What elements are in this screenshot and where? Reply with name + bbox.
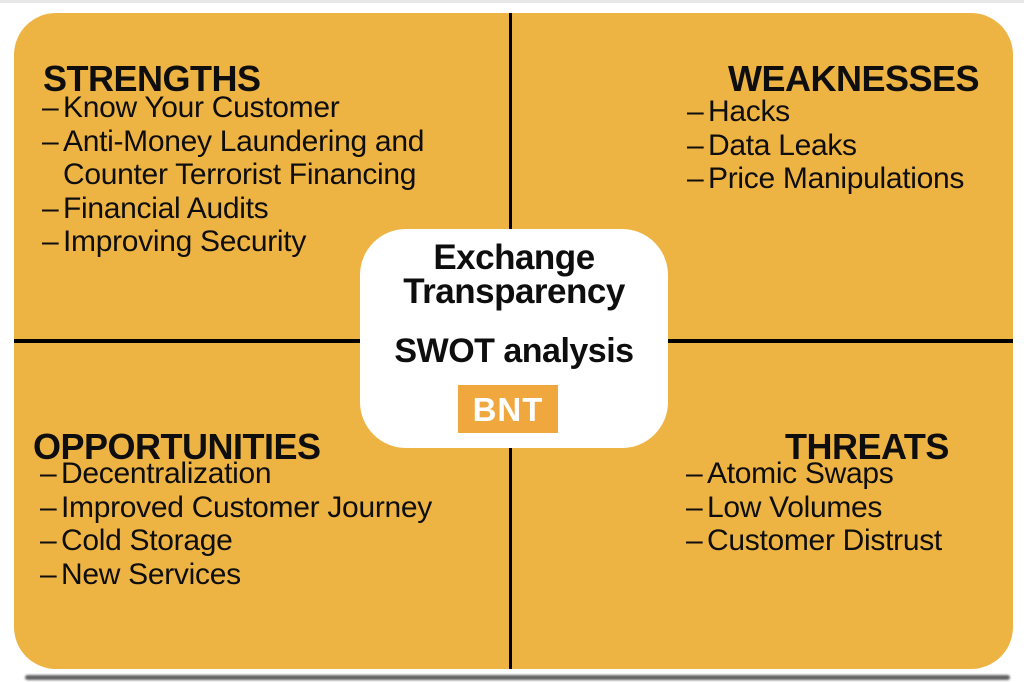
strengths-title: STRENGTHS <box>43 57 261 99</box>
list-item: – Improved Customer Journey <box>40 491 432 525</box>
center-title-line1: Exchange <box>433 238 595 277</box>
dash-bullet: – <box>687 162 704 195</box>
opportunities-title: OPPORTUNITIES <box>33 425 321 467</box>
opportunities-quadrant: OPPORTUNITIES – Decentralization – Impro… <box>14 343 508 669</box>
list-item-text: New Services <box>61 557 241 591</box>
bottom-edge-shadow <box>25 675 1010 680</box>
list-item: – Atomic Swaps <box>686 457 942 491</box>
strengths-list: – Know Your Customer – Anti-Money Launde… <box>42 91 424 259</box>
dash-bullet: – <box>42 91 59 124</box>
dash-bullet: – <box>40 524 57 557</box>
list-item-text: Improved Customer Journey <box>61 490 432 524</box>
list-item-text: Decentralization <box>61 457 272 490</box>
list-item: – Low Volumes <box>686 491 942 525</box>
weaknesses-list: – Hacks – Data Leaks – Price Manipulatio… <box>687 95 964 196</box>
list-item-text: Atomic Swaps <box>707 457 894 490</box>
dash-bullet: – <box>687 128 704 162</box>
list-item: – Hacks <box>687 95 964 129</box>
list-item: – Cold Storage <box>40 524 432 558</box>
opportunities-list: – Decentralization – Improved Customer J… <box>40 457 432 591</box>
dash-bullet: – <box>40 557 57 591</box>
dash-bullet: – <box>687 95 704 128</box>
list-item: – Decentralization <box>40 457 432 491</box>
top-edge-shadow <box>0 0 1024 3</box>
dash-bullet: – <box>42 124 59 158</box>
list-item: – Anti-Money Laundering and Counter Terr… <box>42 125 424 192</box>
list-item: – Improving Security <box>42 225 424 259</box>
list-item-text: Price Manipulations <box>708 162 965 195</box>
dash-bullet: – <box>40 490 57 524</box>
list-item-text: Financial Audits <box>63 191 269 225</box>
list-item-text: Low Volumes <box>707 490 883 524</box>
list-item-text: Customer Distrust <box>707 524 942 557</box>
bnt-logo: BNT <box>458 385 558 433</box>
dash-bullet: – <box>40 457 57 490</box>
list-item-text: Counter Terrorist Financing <box>63 158 417 191</box>
dash-bullet: – <box>686 457 703 490</box>
weaknesses-quadrant: WEAKNESSES – Hacks – Data Leaks – Price … <box>512 13 1013 339</box>
dash-bullet: – <box>42 225 59 258</box>
threats-quadrant: THREATS – Atomic Swaps – Low Volumes – C… <box>512 343 1013 669</box>
list-item-text: Anti-Money Laundering and <box>63 124 425 158</box>
center-card: Exchange Transparency SWOT analysis BNT <box>360 229 668 448</box>
list-item: – New Services <box>40 558 432 592</box>
threats-list: – Atomic Swaps – Low Volumes – Customer … <box>686 457 942 558</box>
list-item: – Data Leaks <box>687 129 964 163</box>
list-item: – Financial Audits <box>42 192 424 226</box>
threats-title: THREATS <box>785 425 949 467</box>
bnt-logo-text: BNT <box>472 390 544 428</box>
dash-bullet: – <box>686 524 703 557</box>
weaknesses-title: WEAKNESSES <box>728 57 980 99</box>
strengths-quadrant: STRENGTHS – Know Your Customer – Anti-Mo… <box>14 13 508 339</box>
list-item: – Customer Distrust <box>686 524 942 558</box>
list-item: – Know Your Customer <box>42 91 424 125</box>
list-item: – Price Manipulations <box>687 162 964 196</box>
list-item-text: Know Your Customer <box>63 91 340 124</box>
center-title: Exchange Transparency <box>360 238 668 311</box>
list-item-text: Cold Storage <box>61 524 233 557</box>
list-item-text: Improving Security <box>63 225 307 258</box>
dash-bullet: – <box>42 191 59 225</box>
center-subtitle: SWOT analysis <box>394 332 634 370</box>
list-item-text: Hacks <box>708 95 790 128</box>
center-title-line2: Transparency <box>403 271 625 311</box>
list-item-text: Data Leaks <box>708 128 857 162</box>
dash-bullet: – <box>686 490 703 524</box>
